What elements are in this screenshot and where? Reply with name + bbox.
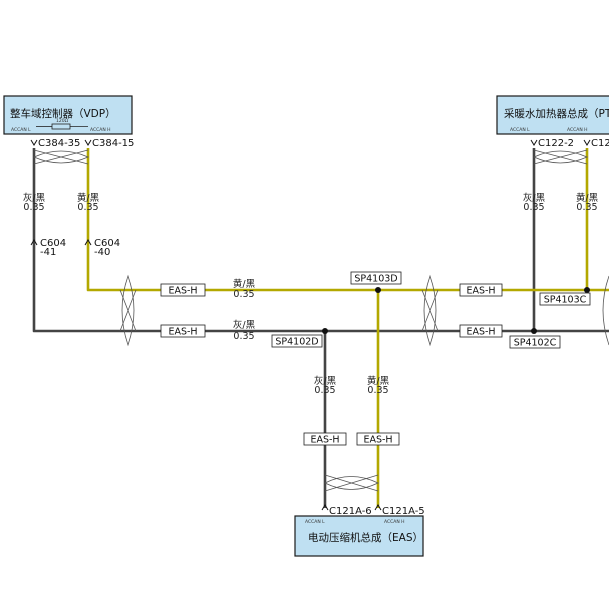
module-vdp[interactable]: 整车域控制器（VDP） ACCAN L ACCAN H 120Ω [3, 95, 133, 135]
pin-label-ptc-low: C122-2 [538, 138, 574, 149]
module-ptc-box [496, 95, 609, 135]
wire-color-eas-low: 灰/黑 [314, 375, 337, 387]
tag-box-eas-h-6 [356, 432, 400, 446]
twist-icon-left [121, 274, 135, 347]
tag-box-eas-h-5 [303, 432, 347, 446]
tag-eas-h-4[interactable]: EAS-H [466, 327, 495, 338]
module-vdp-box [3, 95, 133, 135]
tag-eas-h-1[interactable]: EAS-H [168, 286, 197, 297]
tag-box-sp4102c [509, 335, 561, 349]
harness-tags: EAS-H EAS-H EAS-H EAS-H EAS-H EAS-H SP41… [160, 271, 591, 446]
arrow-up-icon-eas-low [321, 504, 329, 511]
wire-color-vdp-low: 灰/黑 [23, 192, 46, 204]
splice-sp4102c[interactable] [531, 328, 537, 334]
splice-sp4103c[interactable] [584, 287, 590, 293]
tag-eas-h-6[interactable]: EAS-H [363, 435, 392, 446]
wire-gauge-eas-high: 0.35 [367, 385, 388, 396]
pin-label-c604-40-a: C604 [94, 238, 120, 249]
twist-icon-middle-b [421, 289, 439, 332]
wire-color-gray-main: 灰/黑 [233, 319, 256, 331]
wire-gauge-ptc-high: 0.35 [576, 202, 597, 213]
wire-color-vdp-high: 黄/黑 [77, 192, 100, 204]
pin-label-vdp-high: C384-15 [92, 138, 134, 149]
wire-color-ptc-high: 黄/黑 [576, 192, 599, 204]
module-vdp-resistor-label: 120Ω [56, 118, 69, 124]
wire-yellow-main[interactable] [86, 148, 609, 292]
wire-gauge-ptc-low: 0.35 [523, 202, 544, 213]
module-ptc-can-high: ACCAN H [567, 127, 588, 133]
wire-gauge-eas-low: 0.35 [314, 385, 335, 396]
module-eas[interactable]: 电动压缩机总成（EAS） ACCAN L ACCAN H [294, 515, 424, 557]
tag-sp4102c[interactable]: SP4102C [514, 338, 557, 349]
tag-eas-h-5[interactable]: EAS-H [310, 435, 339, 446]
module-eas-can-high: ACCAN H [384, 519, 405, 525]
wire-spec-labels: 灰/黑 0.35 黄/黑 0.35 灰/黑 0.35 黄/黑 0.35 黄/黑 … [23, 192, 599, 396]
arrow-down-icon-vdp-high [84, 139, 92, 146]
tag-box-eas-h-2 [160, 324, 206, 338]
module-eas-can-low: ACCAN L [305, 519, 325, 525]
arrow-down-icon-vdp-low [30, 139, 38, 146]
connector-arrows [30, 139, 591, 511]
module-eas-box [294, 515, 424, 557]
wire-gauge-vdp-low: 0.35 [23, 202, 44, 213]
arrow-up-icon-c604-41 [30, 239, 38, 246]
splice-sp4103d[interactable] [375, 287, 381, 293]
pin-label-vdp-low: C384-35 [38, 138, 80, 149]
pin-label-c604-40-b: -40 [94, 247, 110, 258]
twist-icon-left-b [119, 289, 137, 332]
twist-icon-ptc [533, 150, 588, 164]
pin-label-eas-high: C121A-5 [382, 506, 425, 517]
wire-color-eas-high: 黄/黑 [367, 375, 390, 387]
tag-box-eas-h-4 [459, 324, 503, 338]
module-vdp-title: 整车域控制器（VDP） [10, 107, 116, 120]
module-ptc-can-low: ACCAN L [510, 127, 530, 133]
arrow-down-icon-ptc-high [583, 139, 591, 146]
pin-label-c604-41-b: -41 [40, 247, 56, 258]
module-vdp-can-low: ACCAN L [11, 127, 31, 133]
tag-sp4103c[interactable]: SP4103C [544, 295, 587, 306]
twisted-pair-symbols [33, 149, 609, 492]
twist-icon-vdp-b [33, 149, 89, 165]
splice-points [322, 287, 590, 334]
tag-box-eas-h-3 [459, 283, 503, 297]
tag-box-sp4102d [271, 334, 323, 348]
tag-sp4102d[interactable]: SP4102D [275, 337, 318, 348]
pin-label-c604-41-a: C604 [40, 238, 66, 249]
tag-box-sp4103c [539, 292, 591, 306]
pin-label-ptc-high: C12 [591, 138, 609, 149]
twist-icon-eas [324, 476, 379, 490]
wire-gauge-vdp-high: 0.35 [77, 202, 98, 213]
twist-icon-ptc-b [533, 149, 588, 165]
arrow-down-icon-ptc-low [530, 139, 538, 146]
module-ptc[interactable]: 采暖水加热器总成（PTC ACCAN L ACCAN H [496, 95, 609, 135]
module-eas-title: 电动压缩机总成（EAS） [308, 531, 423, 544]
wire-gray-main[interactable] [32, 148, 609, 333]
tag-eas-h-3[interactable]: EAS-H [466, 286, 495, 297]
arrow-up-icon-eas-high [374, 504, 382, 511]
twist-icon-eas-b [324, 474, 379, 492]
module-ptc-title: 采暖水加热器总成（PTC [504, 107, 609, 120]
twist-icon-vdp [33, 150, 89, 164]
pin-labels: C384-35 C384-15 C122-2 C12 C604 -41 C604… [38, 138, 609, 517]
tag-box-eas-h-1 [160, 283, 206, 297]
tag-eas-h-2[interactable]: EAS-H [168, 327, 197, 338]
twist-icon-right-partial [602, 275, 609, 346]
wires [32, 148, 609, 508]
wire-color-ptc-low: 灰/黑 [523, 192, 546, 204]
wire-color-yellow-main: 黄/黑 [233, 278, 256, 290]
tag-box-sp4103d [350, 271, 402, 285]
pin-label-eas-low: C121A-6 [329, 506, 372, 517]
wire-gauge-yellow-main: 0.35 [233, 289, 254, 300]
tag-sp4103d[interactable]: SP4103D [354, 274, 397, 285]
wire-gauge-gray-main: 0.35 [233, 331, 254, 342]
module-vdp-can-high: ACCAN H [90, 127, 111, 133]
splice-sp4102d[interactable] [322, 328, 328, 334]
arrow-up-icon-c604-40 [84, 239, 92, 246]
twist-icon-middle [423, 274, 437, 347]
